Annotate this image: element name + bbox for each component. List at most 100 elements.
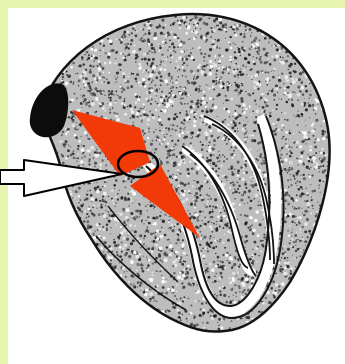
- stipple-dot: [113, 184, 116, 187]
- stipple-dot: [131, 179, 133, 181]
- stipple-dot: [164, 214, 165, 215]
- stipple-dot: [178, 312, 181, 315]
- stipple-dot: [130, 212, 133, 215]
- stipple-dot: [252, 110, 254, 112]
- stipple-dot: [245, 181, 246, 182]
- stipple-dot: [218, 59, 219, 60]
- stipple-dot: [202, 247, 204, 249]
- stipple-dot: [173, 33, 174, 34]
- stipple-dot: [274, 133, 277, 136]
- stipple-dot: [254, 253, 256, 255]
- stipple-highlight-dot: [125, 177, 128, 180]
- stipple-dot: [144, 132, 146, 134]
- stipple-dot: [320, 192, 321, 193]
- stipple-highlight-dot: [197, 132, 199, 134]
- stipple-dot: [77, 73, 78, 74]
- stipple-dot: [159, 24, 160, 25]
- stipple-dot: [96, 182, 97, 183]
- stipple-dot: [287, 215, 290, 218]
- stipple-dot: [148, 222, 151, 225]
- stipple-highlight-dot: [222, 66, 225, 69]
- stipple-dot: [102, 199, 105, 202]
- stipple-dot: [297, 181, 298, 182]
- stipple-highlight-dot: [185, 198, 188, 201]
- stipple-highlight-dot: [187, 93, 190, 96]
- stipple-dot: [290, 174, 292, 176]
- stipple-dot: [124, 31, 127, 34]
- stipple-dot: [132, 253, 134, 255]
- stipple-dot: [234, 130, 236, 132]
- stipple-dot: [251, 181, 252, 182]
- stipple-highlight-dot: [247, 30, 249, 32]
- stipple-dot: [103, 45, 105, 47]
- stipple-dot: [191, 168, 192, 169]
- stipple-dot: [131, 32, 133, 34]
- stipple-dot: [104, 95, 105, 96]
- stipple-highlight-dot: [251, 75, 255, 79]
- stipple-dot: [132, 85, 133, 86]
- stipple-dot: [173, 50, 175, 52]
- stipple-dot: [244, 247, 245, 248]
- stipple-dot: [209, 238, 211, 240]
- stipple-dot: [321, 133, 324, 136]
- stipple-highlight-dot: [313, 160, 315, 162]
- stipple-dot: [235, 57, 237, 59]
- stipple-highlight-dot: [146, 91, 149, 94]
- stipple-dot: [126, 271, 127, 272]
- stipple-dot: [212, 105, 214, 107]
- stipple-dot: [243, 35, 246, 38]
- stipple-dot: [296, 257, 298, 259]
- stipple-dot: [207, 250, 209, 252]
- stipple-dot: [204, 73, 207, 76]
- stipple-dot: [235, 89, 238, 92]
- stipple-dot: [80, 89, 81, 90]
- stipple-dot: [210, 216, 212, 218]
- stipple-dot: [190, 305, 192, 307]
- stipple-dot: [101, 204, 102, 205]
- stipple-highlight-dot: [100, 54, 101, 55]
- stipple-dot: [314, 190, 316, 192]
- stipple-dot: [121, 91, 123, 93]
- stipple-dot: [301, 226, 304, 229]
- stipple-dot: [308, 98, 309, 99]
- stipple-dot: [190, 142, 192, 144]
- stipple-dot: [298, 78, 301, 81]
- stipple-dot: [218, 54, 221, 57]
- stipple-dot: [143, 223, 144, 224]
- stipple-dot: [169, 73, 170, 74]
- stipple-dot: [169, 175, 172, 178]
- stipple-dot: [172, 265, 174, 267]
- stipple-dot: [287, 230, 288, 231]
- stipple-dot: [297, 99, 299, 101]
- stipple-highlight-dot: [136, 31, 138, 33]
- stipple-dot: [146, 69, 148, 71]
- stipple-highlight-dot: [303, 135, 307, 139]
- stipple-dot: [173, 46, 176, 49]
- stipple-dot: [135, 78, 138, 81]
- stipple-highlight-dot: [275, 283, 278, 286]
- stipple-dot: [158, 71, 161, 74]
- stipple-dot: [313, 141, 315, 143]
- stipple-highlight-dot: [255, 42, 258, 45]
- stipple-dot: [317, 201, 319, 203]
- stipple-dot: [176, 125, 178, 127]
- stipple-dot: [207, 241, 209, 243]
- stipple-dot: [174, 161, 177, 164]
- stipple-dot: [153, 51, 156, 54]
- stipple-highlight-dot: [70, 99, 72, 101]
- stipple-dot: [183, 265, 184, 266]
- stipple-dot: [107, 38, 109, 40]
- stipple-dot: [255, 47, 257, 49]
- stipple-dot: [288, 139, 289, 140]
- stipple-dot: [253, 39, 256, 42]
- stipple-dot: [265, 239, 266, 240]
- stipple-dot: [320, 166, 321, 167]
- stipple-highlight-dot: [90, 48, 93, 51]
- stipple-dot: [311, 199, 313, 201]
- stipple-dot: [73, 156, 76, 159]
- stipple-dot: [238, 192, 240, 194]
- stipple-dot: [284, 168, 287, 171]
- stipple-dot: [279, 150, 280, 151]
- stipple-dot: [176, 191, 178, 193]
- stipple-highlight-dot: [219, 230, 220, 231]
